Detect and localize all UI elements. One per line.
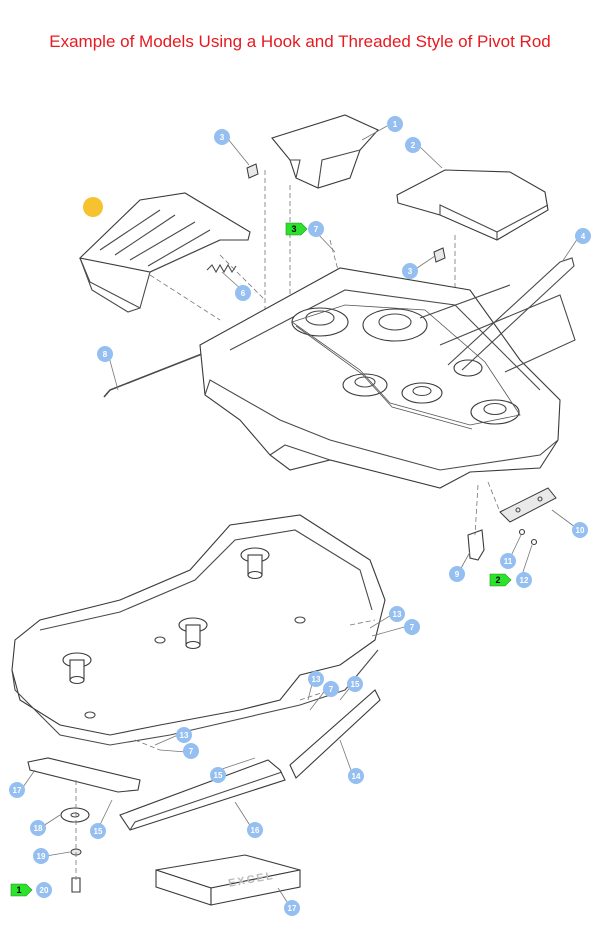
- svg-text:10: 10: [576, 526, 585, 535]
- belt-cover-part-1: [271, 114, 379, 189]
- callout-bubble-8: 8: [97, 346, 113, 362]
- callout-bubble-18: 18: [30, 820, 46, 836]
- svg-text:15: 15: [94, 827, 103, 836]
- svg-text:14: 14: [352, 772, 361, 781]
- spring-part-6: [206, 263, 237, 274]
- callout-bubble-13: 13: [176, 727, 192, 743]
- svg-text:4: 4: [581, 232, 586, 241]
- baffle-part-16: [119, 759, 286, 831]
- callout-bubble-10: 10: [572, 522, 588, 538]
- callout-bubble-15: 15: [210, 767, 226, 783]
- blade-part-17: [27, 757, 141, 793]
- svg-text:15: 15: [214, 771, 223, 780]
- svg-text:13: 13: [180, 731, 189, 740]
- highlight-dot: [83, 197, 103, 217]
- callout-bubble-7: 7: [404, 619, 420, 635]
- drive-belt-part-4: [447, 257, 575, 371]
- svg-text:2: 2: [495, 575, 500, 585]
- callout-bubble-6: 6: [235, 285, 251, 301]
- skid-plate-part-10: [499, 487, 557, 523]
- callout-bubble-17: 17: [284, 900, 300, 916]
- callout-bubble-9: 9: [449, 566, 465, 582]
- cover-plate-part-2: [396, 169, 549, 241]
- callout-bubble-7: 7: [323, 681, 339, 697]
- svg-text:20: 20: [40, 886, 49, 895]
- callout-bubble-2: 2: [405, 137, 421, 153]
- svg-text:13: 13: [312, 675, 321, 684]
- quantity-flag-2: 2: [489, 573, 512, 587]
- pivot-rod-part-8: [103, 349, 213, 398]
- svg-text:9: 9: [455, 570, 460, 579]
- svg-text:13: 13: [393, 610, 402, 619]
- bracket-part-9: [467, 529, 485, 561]
- clip-part-3-lower: [433, 247, 446, 263]
- callout-bubble-19: 19: [33, 848, 49, 864]
- callout-bubble-4: 4: [575, 228, 591, 244]
- nut-part-12: [530, 538, 538, 546]
- svg-text:18: 18: [34, 824, 43, 833]
- svg-text:7: 7: [329, 685, 334, 694]
- svg-text:7: 7: [314, 225, 319, 234]
- svg-text:3: 3: [220, 133, 225, 142]
- svg-text:6: 6: [241, 289, 246, 298]
- callout-bubble-16: 16: [247, 822, 263, 838]
- svg-text:15: 15: [351, 680, 360, 689]
- callout-bubble-12: 12: [516, 572, 532, 588]
- bolt-part-20: [71, 877, 81, 893]
- mower-deck-underside: [11, 514, 386, 746]
- callout-bubble-13: 13: [389, 606, 405, 622]
- bolt-part-11: [518, 528, 526, 536]
- svg-text:3: 3: [408, 267, 413, 276]
- callout-bubble-15: 15: [90, 823, 106, 839]
- svg-text:3: 3: [291, 224, 296, 234]
- mower-deck-top: [199, 267, 576, 489]
- clip-part-3-upper: [246, 163, 259, 179]
- baffle-part-14: [289, 689, 381, 779]
- callout-bubble-3: 3: [402, 263, 418, 279]
- callout-bubble-3: 3: [214, 129, 230, 145]
- callout-bubble-13: 13: [308, 671, 324, 687]
- svg-text:8: 8: [103, 350, 108, 359]
- svg-text:2: 2: [411, 141, 416, 150]
- quantity-flag-1: 1: [10, 883, 33, 897]
- callout-bubble-14: 14: [348, 768, 364, 784]
- callout-bubble-11: 11: [500, 553, 516, 569]
- svg-text:19: 19: [37, 852, 46, 861]
- svg-text:1: 1: [393, 120, 398, 129]
- svg-text:17: 17: [13, 786, 22, 795]
- svg-text:12: 12: [520, 576, 529, 585]
- discharge-chute: [78, 192, 251, 313]
- svg-text:11: 11: [504, 557, 513, 566]
- diagram-title: Example of Models Using a Hook and Threa…: [49, 32, 551, 51]
- svg-text:7: 7: [410, 623, 415, 632]
- lower-deck-assembly: EXCEL: [11, 514, 386, 906]
- callout-bubble-15: 15: [347, 676, 363, 692]
- svg-text:17: 17: [288, 904, 297, 913]
- callout-bubble-7: 7: [308, 221, 324, 237]
- callout-bubble-1: 1: [387, 116, 403, 132]
- blade-box-part-17: EXCEL: [155, 854, 301, 906]
- upper-deck-assembly: [78, 114, 576, 561]
- svg-text:7: 7: [189, 747, 194, 756]
- callout-bubble-20: 20: [36, 882, 52, 898]
- quantity-flag-3: 3: [285, 222, 308, 236]
- svg-text:16: 16: [251, 826, 260, 835]
- svg-text:1: 1: [16, 885, 21, 895]
- callout-bubble-17: 17: [9, 782, 25, 798]
- callout-bubble-7: 7: [183, 743, 199, 759]
- spacer-part-18: [60, 807, 90, 823]
